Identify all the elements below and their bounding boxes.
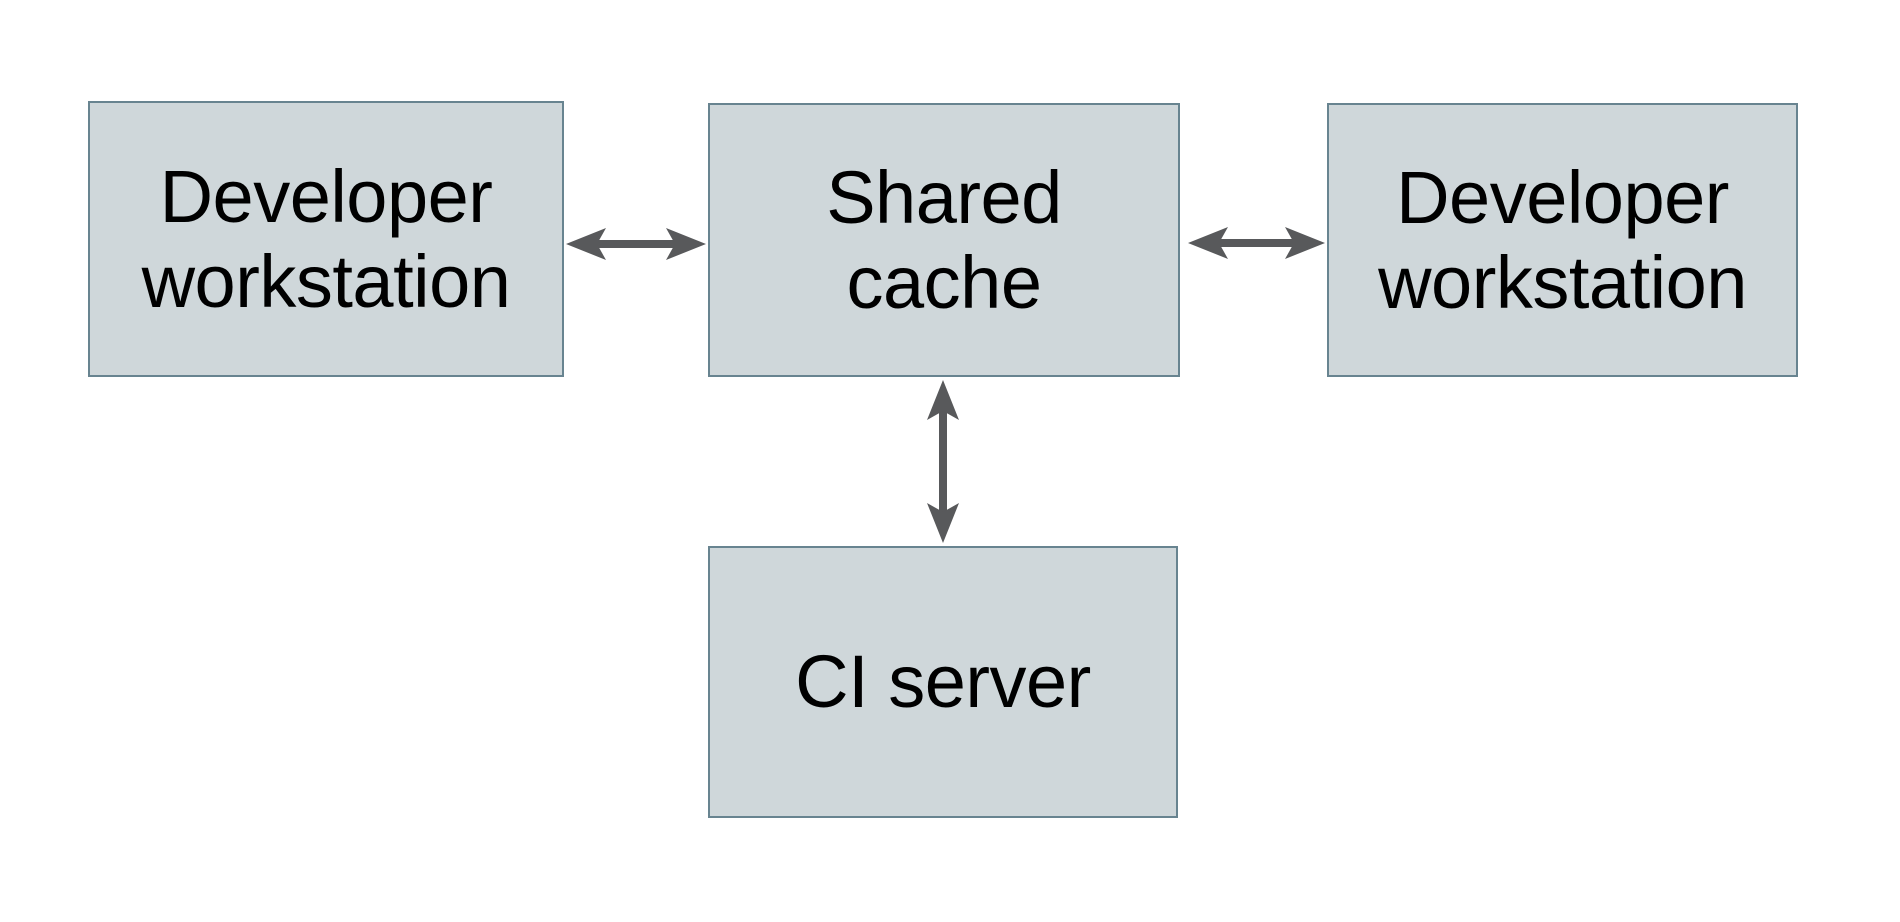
bidirectional-arrow-cache-ci-server	[927, 380, 959, 543]
bidirectional-arrow-cache-right-workstation	[1188, 227, 1325, 259]
node-shared-cache: Shared cache	[708, 103, 1180, 377]
node-label: Developer workstation	[141, 154, 511, 323]
node-label: Developer workstation	[1378, 155, 1747, 324]
node-ci-server: CI server	[708, 546, 1178, 818]
bidirectional-arrow-left-workstation-cache	[566, 228, 706, 260]
node-developer-workstation-left: Developer workstation	[88, 101, 564, 377]
node-developer-workstation-right: Developer workstation	[1327, 103, 1798, 377]
node-label: Shared cache	[826, 155, 1062, 324]
node-label: CI server	[795, 640, 1091, 724]
